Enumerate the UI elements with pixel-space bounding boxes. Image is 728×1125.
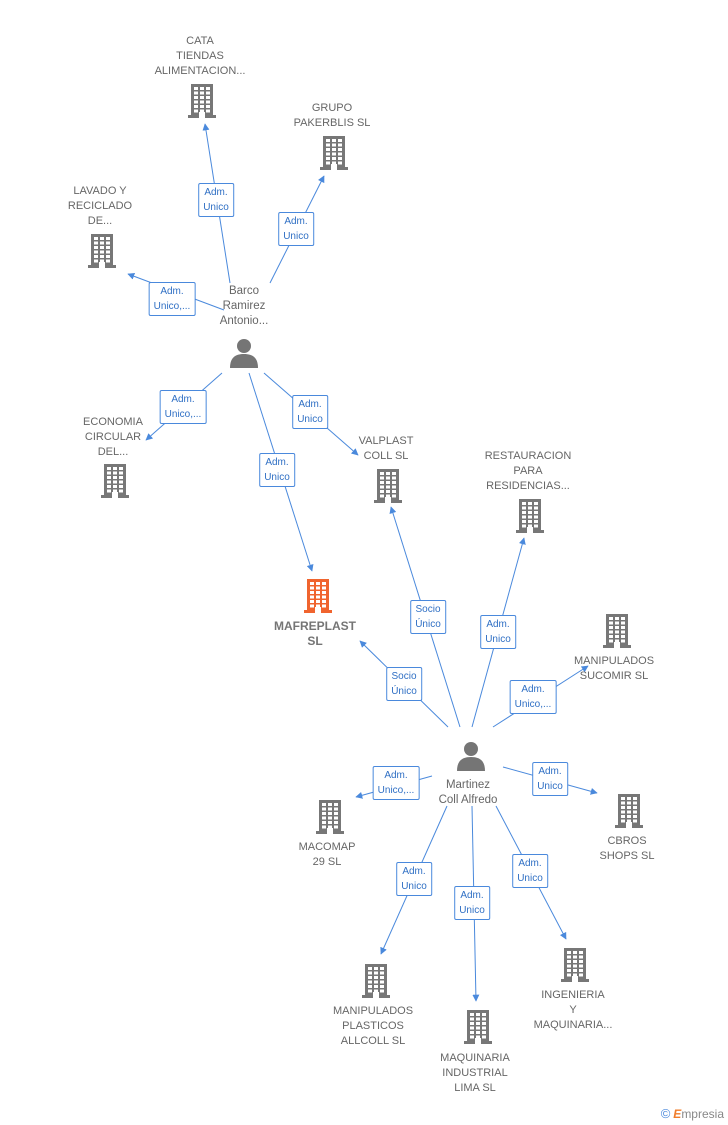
relation-label-barco-lavado[interactable]: Adm. Unico,...	[148, 282, 196, 316]
barco-label[interactable]: Barco Ramirez Antonio...	[219, 285, 269, 327]
building-icon	[615, 794, 643, 828]
building-icon	[362, 964, 390, 998]
building-icon	[304, 579, 332, 613]
brand-name: mpresia	[681, 1107, 724, 1121]
ingenieria-building-icon[interactable]	[560, 948, 590, 987]
allcoll-building-icon[interactable]	[361, 964, 391, 1003]
lavado-label[interactable]: LAVADO Y RECICLADO DE...	[67, 185, 133, 227]
economia-label[interactable]: ECONOMIA CIRCULAR DEL...	[83, 416, 143, 458]
grupo-label[interactable]: GRUPO PAKERBLIS SL	[293, 102, 371, 129]
valplast-label[interactable]: VALPLAST COLL SL	[358, 435, 414, 462]
lavado-building-icon[interactable]	[87, 234, 117, 273]
person-icon	[457, 742, 485, 771]
building-icon	[561, 948, 589, 982]
sucomir-label[interactable]: MANIPULADOS SUCOMIR SL	[573, 655, 655, 682]
cata-label[interactable]: CATA TIENDAS ALIMENTACION...	[154, 35, 246, 77]
brand-first-letter: E	[673, 1107, 682, 1121]
relation-label-martinez-allcoll[interactable]: Adm. Unico	[396, 862, 432, 896]
relation-label-barco-valplast[interactable]: Adm. Unico	[292, 395, 328, 429]
building-icon	[320, 136, 348, 170]
building-icon	[516, 499, 544, 533]
cata-building-icon[interactable]	[187, 84, 217, 123]
building-icon	[603, 614, 631, 648]
relation-label-barco-economia[interactable]: Adm. Unico,...	[159, 390, 207, 424]
relation-label-martinez-macomap[interactable]: Adm. Unico,...	[372, 766, 420, 800]
grupo-building-icon[interactable]	[319, 136, 349, 175]
mafreplast-label[interactable]: MAFREPLAST SL	[274, 619, 356, 648]
relation-label-barco-cata[interactable]: Adm. Unico	[198, 183, 234, 217]
valplast-building-icon[interactable]	[373, 469, 403, 508]
building-icon	[374, 469, 402, 503]
barco-person-icon[interactable]	[229, 338, 259, 373]
martinez-label[interactable]: Martinez Coll Alfredo	[438, 779, 498, 806]
mafreplast-building-icon[interactable]	[303, 579, 333, 618]
relation-label-martinez-restauracion[interactable]: Adm. Unico	[480, 615, 516, 649]
relation-label-martinez-valplast[interactable]: Socio Único	[410, 600, 446, 634]
cbros-building-icon[interactable]	[614, 794, 644, 833]
building-icon	[316, 800, 344, 834]
building-icon	[101, 464, 129, 498]
relation-label-martinez-ingenieria[interactable]: Adm. Unico	[512, 854, 548, 888]
person-icon	[230, 339, 258, 368]
restauracion-label[interactable]: RESTAURACION PARA RESIDENCIAS...	[484, 450, 572, 492]
relation-label-martinez-cbros[interactable]: Adm. Unico	[532, 762, 568, 796]
macomap-building-icon[interactable]	[315, 800, 345, 839]
sucomir-building-icon[interactable]	[602, 614, 632, 653]
building-icon	[88, 234, 116, 268]
building-icon	[464, 1010, 492, 1044]
building-icon	[188, 84, 216, 118]
lima-building-icon[interactable]	[463, 1010, 493, 1049]
copyright-icon: ©	[660, 1106, 671, 1121]
allcoll-label[interactable]: MANIPULADOS PLASTICOS ALLCOLL SL	[332, 1005, 414, 1047]
cbros-label[interactable]: CBROS SHOPS SL	[599, 835, 655, 862]
martinez-person-icon[interactable]	[456, 741, 486, 776]
empresia-logo: ©Empresia	[661, 1106, 724, 1121]
relation-label-barco-grupo[interactable]: Adm. Unico	[278, 212, 314, 246]
lima-label[interactable]: MAQUINARIA INDUSTRIAL LIMA SL	[440, 1052, 510, 1094]
economia-building-icon[interactable]	[100, 464, 130, 503]
ingenieria-label[interactable]: INGENIERIA Y MAQUINARIA...	[533, 989, 613, 1031]
restauracion-building-icon[interactable]	[515, 499, 545, 538]
relation-label-martinez-sucomir[interactable]: Adm. Unico,...	[509, 680, 557, 714]
relation-label-barco-mafreplast[interactable]: Adm. Unico	[259, 453, 295, 487]
macomap-label[interactable]: MACOMAP 29 SL	[298, 841, 356, 868]
relation-label-martinez-lima[interactable]: Adm. Unico	[454, 886, 490, 920]
relation-label-martinez-mafreplast[interactable]: Socio Único	[386, 667, 422, 701]
